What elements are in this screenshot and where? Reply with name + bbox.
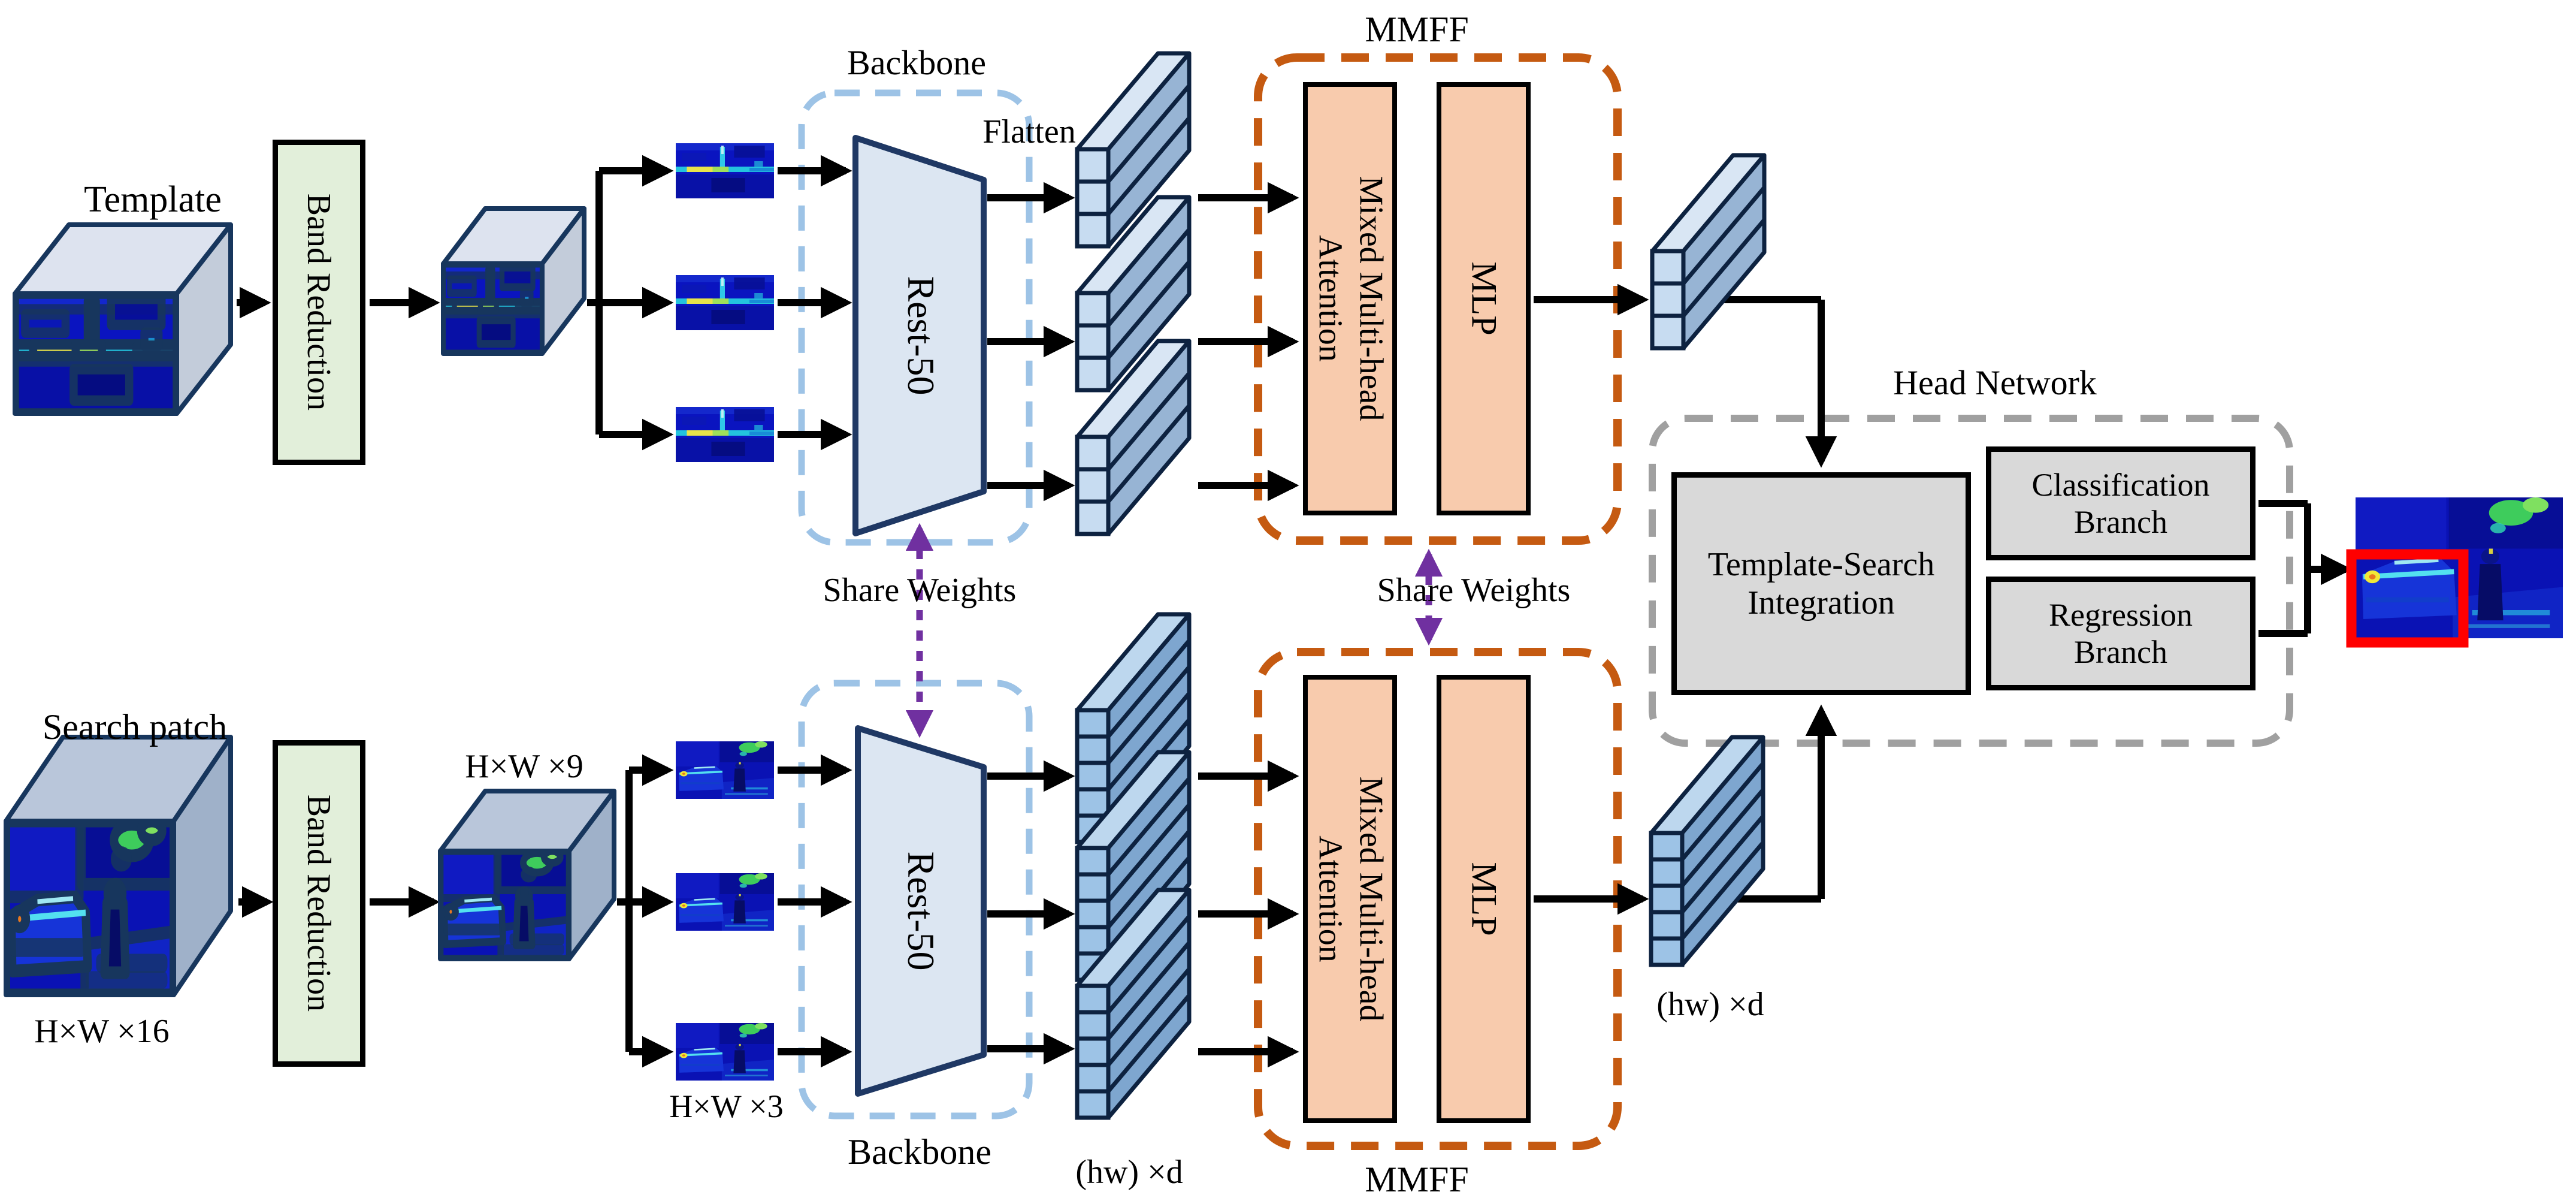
rest50-trapezoid-top [852,135,987,536]
mlp-label-top: MLP [1464,261,1504,336]
rest50-label-bottom: Rest-50 [900,851,943,971]
template-search-integration-label: Template-Search Integration [1707,546,1935,621]
mlp-box-top [1437,82,1531,515]
head-output-lines [2258,500,2353,637]
top-path-arrows [237,155,1837,502]
rest50-label-top: Rest-50 [900,276,943,396]
template-reduced-cube [441,206,586,356]
search-band-images [676,741,774,1081]
feature-stack [1075,888,1192,1120]
attention-label-top: Mixed Multi-head Attention [1311,176,1390,421]
feature-stack [1649,735,1765,967]
flatten-label: Flatten [982,113,1076,150]
mmff-label-top: MMFF [1365,9,1469,49]
classification-branch-label: Classification Branch [2031,467,2210,540]
band-reduction-box-bottom [273,740,365,1067]
hxw9-label: H×W ×9 [465,747,583,785]
regression-branch-label: Regression Branch [2049,597,2193,670]
feature-stack [1075,339,1192,536]
template-label: Template [84,179,222,221]
attention-box-top [1303,82,1397,515]
hwd-label-backbone: (hw) ×d [1075,1153,1183,1191]
search-reduced-cube [438,789,616,961]
bottom-path-arrows [238,704,1837,1068]
hxw16-label: H×W ×16 [34,1012,170,1050]
share-weights-arrows [905,523,1443,738]
result-bounding-box [2346,549,2469,648]
share-weights-label-mmff: Share Weights [1377,571,1571,609]
feature-stack [1075,195,1192,393]
attention-box-bottom [1303,675,1397,1123]
band-reduction-label-bottom: Band Reduction [300,794,338,1012]
mlp-box-bottom [1437,675,1531,1123]
head-network-label: Head Network [1893,363,2097,402]
rest50-trapezoid-bottom [855,725,987,1097]
search-patch-label: Search patch [42,707,228,747]
backbone-label-bottom: Backbone [848,1131,991,1172]
attention-label-bottom: Mixed Multi-head Attention [1311,776,1390,1022]
band-reduction-box-top [273,140,365,465]
share-weights-label-backbone: Share Weights [823,571,1017,609]
template-search-integration-box: Template-Search Integration [1671,472,1971,695]
backbone-label-top: Backbone [847,43,986,82]
head-network-container [1649,415,2293,747]
template-cube [13,222,233,416]
classification-branch-box: Classification Branch [1986,446,2255,560]
feature-stacks [1075,51,1767,1120]
hxw3-label: H×W ×3 [669,1088,784,1124]
mmff-label-bottom: MMFF [1365,1159,1469,1199]
tracking-result-image [2346,497,2563,648]
template-band-images [676,143,774,462]
feature-stack [1075,51,1192,249]
mlp-label-bottom: MLP [1464,862,1504,936]
band-reduction-label-top: Band Reduction [300,193,338,411]
search-cube [4,735,233,997]
hwd-label-output: (hw) ×d [1656,985,1764,1023]
regression-branch-box: Regression Branch [1986,577,2255,690]
feature-stack [1650,153,1767,351]
